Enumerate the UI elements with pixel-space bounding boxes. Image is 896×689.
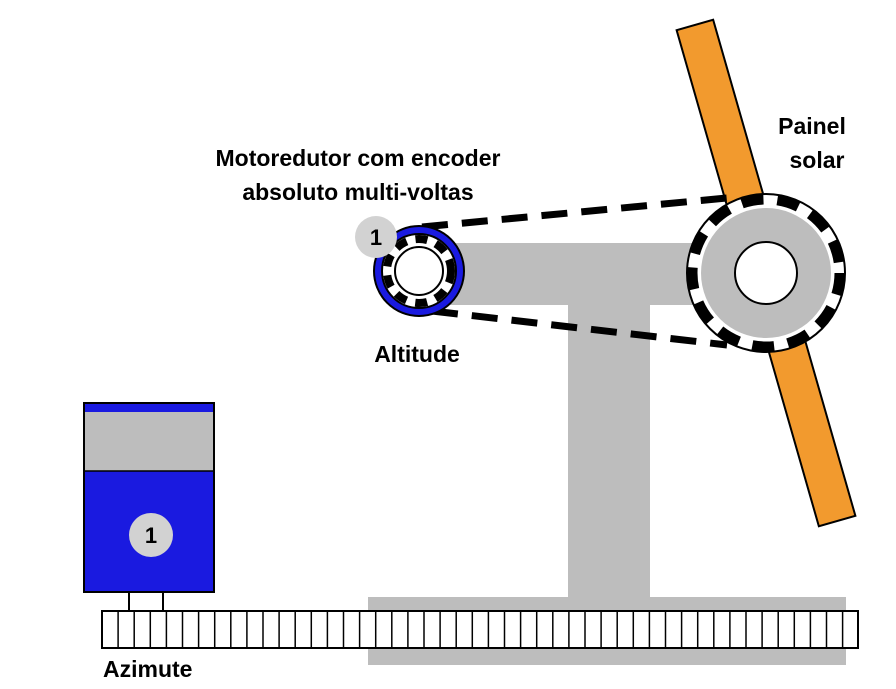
motor-label-line1: Motoredutor com encoder (216, 145, 501, 171)
panel-label-line1: Painel (778, 113, 846, 139)
azimuth-motor-badge: 1 (129, 513, 173, 557)
panel-pulley (686, 193, 846, 353)
azimuth-gear-rack (101, 610, 859, 649)
altitude-label: Altitude (374, 341, 460, 367)
motor-label-line2: absoluto multi-voltas (242, 179, 473, 205)
azimuth-motor-coupling (128, 591, 164, 612)
drive-belt (421, 194, 728, 349)
azimuth-label: Azimute (103, 656, 192, 682)
support-post (568, 305, 650, 600)
altitude-motor-pulley (373, 225, 465, 317)
azimuth-motor-badge-number: 1 (145, 523, 157, 548)
panel-label-line2: solar (790, 147, 845, 173)
altitude-motor-badge-number: 1 (370, 225, 382, 250)
altitude-motor-badge: 1 (355, 216, 397, 258)
azimuth-motor (83, 402, 215, 593)
